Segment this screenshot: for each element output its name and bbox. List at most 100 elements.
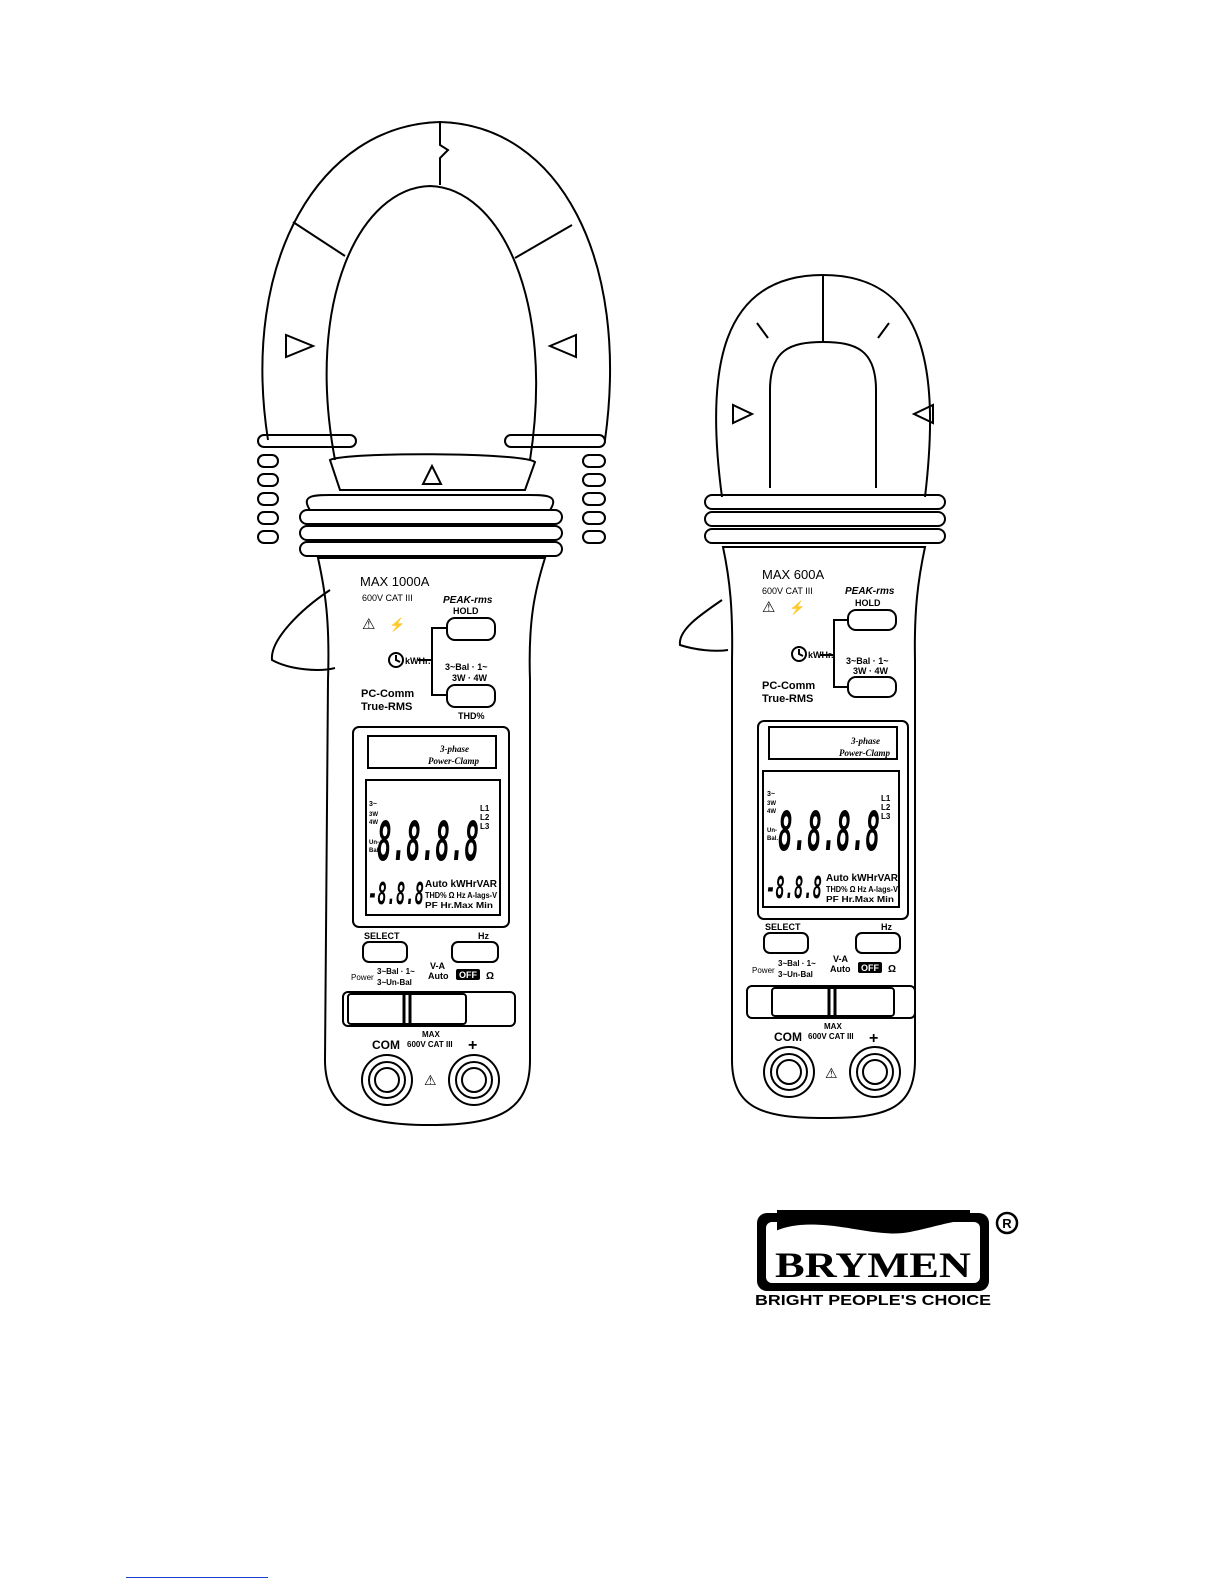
large-meter-labels: MAX 1000A 600V CAT III PEAK-rms HOLD ⚠ ⚡… (351, 574, 498, 1088)
lcd-title-window (768, 726, 898, 760)
lcd-display (762, 770, 900, 908)
hold-button[interactable] (847, 609, 897, 631)
grip-ridges-left (257, 454, 279, 544)
triangle-marker-center (421, 463, 443, 485)
plus-jack[interactable] (448, 1054, 500, 1106)
lcd-left-label-1: 3~ (369, 801, 377, 808)
meter-body (721, 546, 927, 1120)
hz-button[interactable] (855, 932, 901, 954)
lcd-left-label-5: Bal. (369, 848, 380, 854)
collar-ring-3 (704, 528, 946, 544)
dial-label-1: 3~Bal · 1~ (377, 967, 415, 976)
brand-name: BRYMEN (775, 1245, 971, 1285)
off-badge (456, 969, 480, 980)
hold-button[interactable] (446, 617, 496, 641)
peak-label: PEAK-rms (443, 595, 493, 606)
jack-cat-label: 600V CAT III (808, 1032, 854, 1041)
jaw-throat (328, 453, 537, 491)
select-button[interactable] (763, 932, 809, 954)
meter-body (316, 557, 547, 1127)
lcd-phase-l2: L2 (480, 813, 490, 822)
pc-comm-label: PC-Comm (361, 688, 414, 700)
auto-label: Auto (830, 964, 851, 974)
phase-label-1: 3~Bal · 1~ (846, 656, 889, 666)
va-label: V-A (833, 954, 849, 964)
footer-link-underline (126, 1577, 268, 1578)
clamp-jaw-inner (769, 340, 877, 488)
triangle-marker-left (732, 403, 755, 425)
hold-label: HOLD (855, 598, 881, 608)
lcd-left-label-1: 3~ (767, 791, 775, 798)
off-label: OFF (459, 970, 477, 980)
select-label: SELECT (364, 931, 400, 941)
power-label: Power (752, 966, 775, 975)
button-bracket (431, 627, 447, 696)
plus-label: + (869, 1030, 878, 1047)
lcd-phase-l3: L3 (480, 822, 490, 831)
lcd-phase-l3: L3 (881, 812, 891, 821)
phase-label-2: 3W · 4W (452, 673, 488, 683)
lcd-frame (757, 720, 909, 920)
true-rms-label: True-RMS (361, 701, 412, 713)
com-jack[interactable] (361, 1054, 413, 1106)
lcd-title-2: Power-Clamp (428, 756, 479, 766)
lcd-left-label-5: Bal. (767, 836, 778, 842)
lcd-units-1: Auto kWHrVAR (826, 873, 899, 884)
select-button[interactable] (362, 941, 408, 963)
lcd-left-label-4: Un- (767, 828, 777, 834)
phase-button[interactable] (847, 676, 897, 698)
jaw-split-line (439, 122, 450, 185)
collar-top (305, 494, 555, 511)
max-label: MAX (824, 1022, 842, 1031)
jaw-segment-line-left (292, 221, 346, 257)
hz-label: Hz (478, 931, 489, 941)
rotary-dial-knob (771, 987, 895, 1017)
high-voltage-icon: ⚡ (389, 617, 405, 633)
cat-rating: 600V CAT III (762, 586, 813, 596)
dial-label-2: 3~Un-Bal (377, 978, 412, 987)
va-label: V-A (430, 961, 446, 971)
clamp-jaw-inner (325, 184, 538, 461)
lcd-units-1: Auto kWHrVAR (425, 879, 498, 890)
registered-mark-circle (995, 1211, 1019, 1235)
jaw-bar-left (257, 434, 357, 448)
lcd-phase-l2: L2 (881, 803, 891, 812)
trigger (678, 599, 729, 652)
grip-ridges-right (582, 454, 606, 544)
rotary-dial[interactable] (342, 991, 516, 1027)
lcd-left-label-2: 3W (767, 801, 776, 807)
off-label: OFF (861, 963, 879, 973)
lcd-title-1: 3-phase (850, 736, 880, 746)
power-label: Power (351, 973, 374, 982)
clamp-meter-large (257, 120, 612, 1127)
rotary-dial[interactable] (746, 985, 916, 1019)
pc-comm-label: PC-Comm (762, 680, 815, 692)
true-rms-label: True-RMS (762, 693, 813, 705)
jaw-segment-line-right (514, 224, 573, 259)
com-label: COM (774, 1030, 802, 1044)
kwh-label: kWHr. (808, 650, 834, 660)
jack-cat-label: 600V CAT III (407, 1040, 453, 1049)
lcd-units-2: THD% Ω Hz A-lags-V (425, 891, 498, 900)
dial-label-1: 3~Bal · 1~ (778, 959, 816, 968)
collar-ring-2 (299, 525, 563, 541)
lcd-units-3: PF Hr.Max Min (826, 895, 894, 904)
lcd-frame (352, 726, 510, 928)
phase-button[interactable] (446, 684, 496, 708)
phase-label-1: 3~Bal · 1~ (445, 662, 488, 672)
auto-label: Auto (428, 971, 449, 981)
hz-button[interactable] (451, 941, 499, 963)
thd-label: THD% (458, 711, 485, 721)
plus-label: + (468, 1037, 477, 1054)
kwh-label: kWHr. (405, 656, 431, 666)
brand-tagline: BRIGHT PEOPLE'S CHOICE (755, 1292, 991, 1309)
cat-rating: 600V CAT III (362, 593, 413, 603)
lcd-title-2: Power-Clamp (839, 748, 890, 758)
triangle-marker-right (911, 403, 934, 425)
plus-jack[interactable] (849, 1046, 901, 1098)
jaw-tick-right (877, 322, 890, 339)
lcd-left-label-3: 4W (767, 809, 776, 815)
jaw-tick-left (756, 322, 769, 339)
com-jack[interactable] (763, 1046, 815, 1098)
ohm-label: Ω (888, 964, 896, 975)
